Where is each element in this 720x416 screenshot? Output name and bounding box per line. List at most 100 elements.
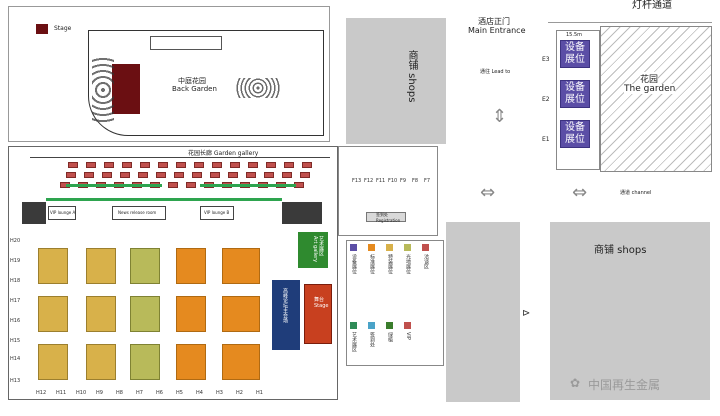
news-release-room (112, 206, 166, 220)
column-label: H4 (196, 390, 203, 396)
booth-block[interactable] (222, 296, 260, 332)
garden-plants-center (236, 78, 280, 98)
column-label: H11 (56, 390, 67, 396)
garden-cn: 花园 (640, 72, 659, 85)
row-label: H20 (10, 238, 21, 244)
legend-text: 设备展位 (351, 254, 357, 274)
booth-block[interactable] (130, 344, 160, 380)
e3-label: E3 (542, 56, 550, 63)
meeting-table (66, 172, 76, 178)
meeting-table (138, 172, 148, 178)
booth-block[interactable] (130, 248, 160, 284)
legend-text: 洽谈区 (423, 254, 429, 269)
meeting-table (156, 172, 166, 178)
legend-swatch (350, 322, 357, 329)
vip-lounge-b-label: VIP lounge B (204, 210, 230, 215)
meeting-table (120, 172, 130, 178)
f-label: F7 (424, 178, 431, 184)
meeting-table (302, 162, 312, 168)
booth-block[interactable] (86, 248, 116, 284)
column-label: H2 (236, 390, 243, 396)
meeting-table (212, 162, 222, 168)
meeting-table (168, 182, 178, 188)
main-stage (304, 284, 332, 344)
row-label: H13 (10, 378, 21, 384)
row-label: H14 (10, 356, 21, 362)
legend-text: 特装展位 (387, 254, 393, 274)
legend-swatch (350, 244, 357, 251)
booth-block[interactable] (86, 296, 116, 332)
display-booth-e2[interactable]: 设备 展位 (560, 80, 590, 108)
display-booth-e1[interactable]: 设备 展位 (560, 120, 590, 148)
registration-zone (338, 146, 438, 236)
vip-lounge-dark-left (22, 202, 46, 224)
booth-block[interactable] (38, 296, 68, 332)
gallery-line (30, 157, 330, 158)
meeting-table (86, 162, 96, 168)
meeting-table (140, 162, 150, 168)
booth-block[interactable] (176, 296, 206, 332)
meeting-table (300, 172, 310, 178)
meeting-table (228, 172, 238, 178)
e2-label: E2 (542, 96, 550, 103)
legend-box (346, 240, 444, 366)
booth-block[interactable] (176, 248, 206, 284)
row-label: H17 (10, 298, 21, 304)
booth-block[interactable] (38, 248, 68, 284)
shops-right-block (550, 222, 710, 400)
meeting-table (230, 162, 240, 168)
meeting-table (210, 172, 220, 178)
row-label: H18 (10, 278, 21, 284)
row-label: H19 (10, 258, 21, 264)
shops-left-block (346, 18, 446, 144)
vip-lounge-dark-right (282, 202, 322, 224)
legend-swatch (368, 244, 375, 251)
hedge-left (66, 184, 162, 187)
meeting-table (264, 172, 274, 178)
column-label: H8 (116, 390, 123, 396)
garden-hatched (600, 26, 712, 172)
legend-swatch (404, 322, 411, 329)
arrow-up-down-icon: ⇕ (492, 106, 508, 127)
stage-legend-swatch (36, 24, 48, 34)
booth-block[interactable] (86, 344, 116, 380)
row-label: H16 (10, 318, 21, 324)
legend-swatch (386, 322, 393, 329)
forum-label: 高峰论坛主会场 (282, 288, 288, 323)
meeting-table (194, 162, 204, 168)
garden-plants-left (92, 56, 114, 124)
meeting-table (246, 172, 256, 178)
back-garden-outline (8, 6, 330, 142)
stage-legend-label: Stage (54, 25, 72, 32)
meeting-table (192, 172, 202, 178)
shops-left-label: 商铺 shops (406, 50, 417, 103)
forum-main-hall (272, 280, 300, 350)
display-booth-e3[interactable]: 设备 展位 (560, 40, 590, 68)
row-label: H15 (10, 338, 21, 344)
booth-block[interactable] (222, 344, 260, 380)
green-divider (46, 198, 282, 201)
column-label: H12 (36, 390, 47, 396)
garden-gallery-label: 花园长廊 Garden gallery (188, 150, 259, 157)
f-label: F12 (364, 178, 374, 184)
display-column (556, 30, 600, 170)
meeting-table (102, 172, 112, 178)
watermark-icon: ✿ (570, 376, 581, 390)
back-garden-area (88, 30, 324, 136)
f-label: F10 (388, 178, 398, 184)
column-label: H6 (156, 390, 163, 396)
booth-block[interactable] (38, 344, 68, 380)
watermark-text: 中国再生金属 (588, 378, 661, 392)
booth-block[interactable] (176, 344, 206, 380)
booth-block[interactable] (130, 296, 160, 332)
meeting-table (122, 162, 132, 168)
lighting-row (548, 8, 712, 23)
meeting-table (282, 172, 292, 178)
registration-desk (366, 212, 406, 222)
legend-text: 签到处 (369, 332, 375, 347)
compass-icon: ⊳ (522, 308, 531, 319)
booth-block[interactable] (222, 248, 260, 284)
main-stage-label: 舞台 Stage (314, 297, 329, 309)
legend-swatch (404, 244, 411, 251)
e1-label: E1 (542, 136, 550, 143)
